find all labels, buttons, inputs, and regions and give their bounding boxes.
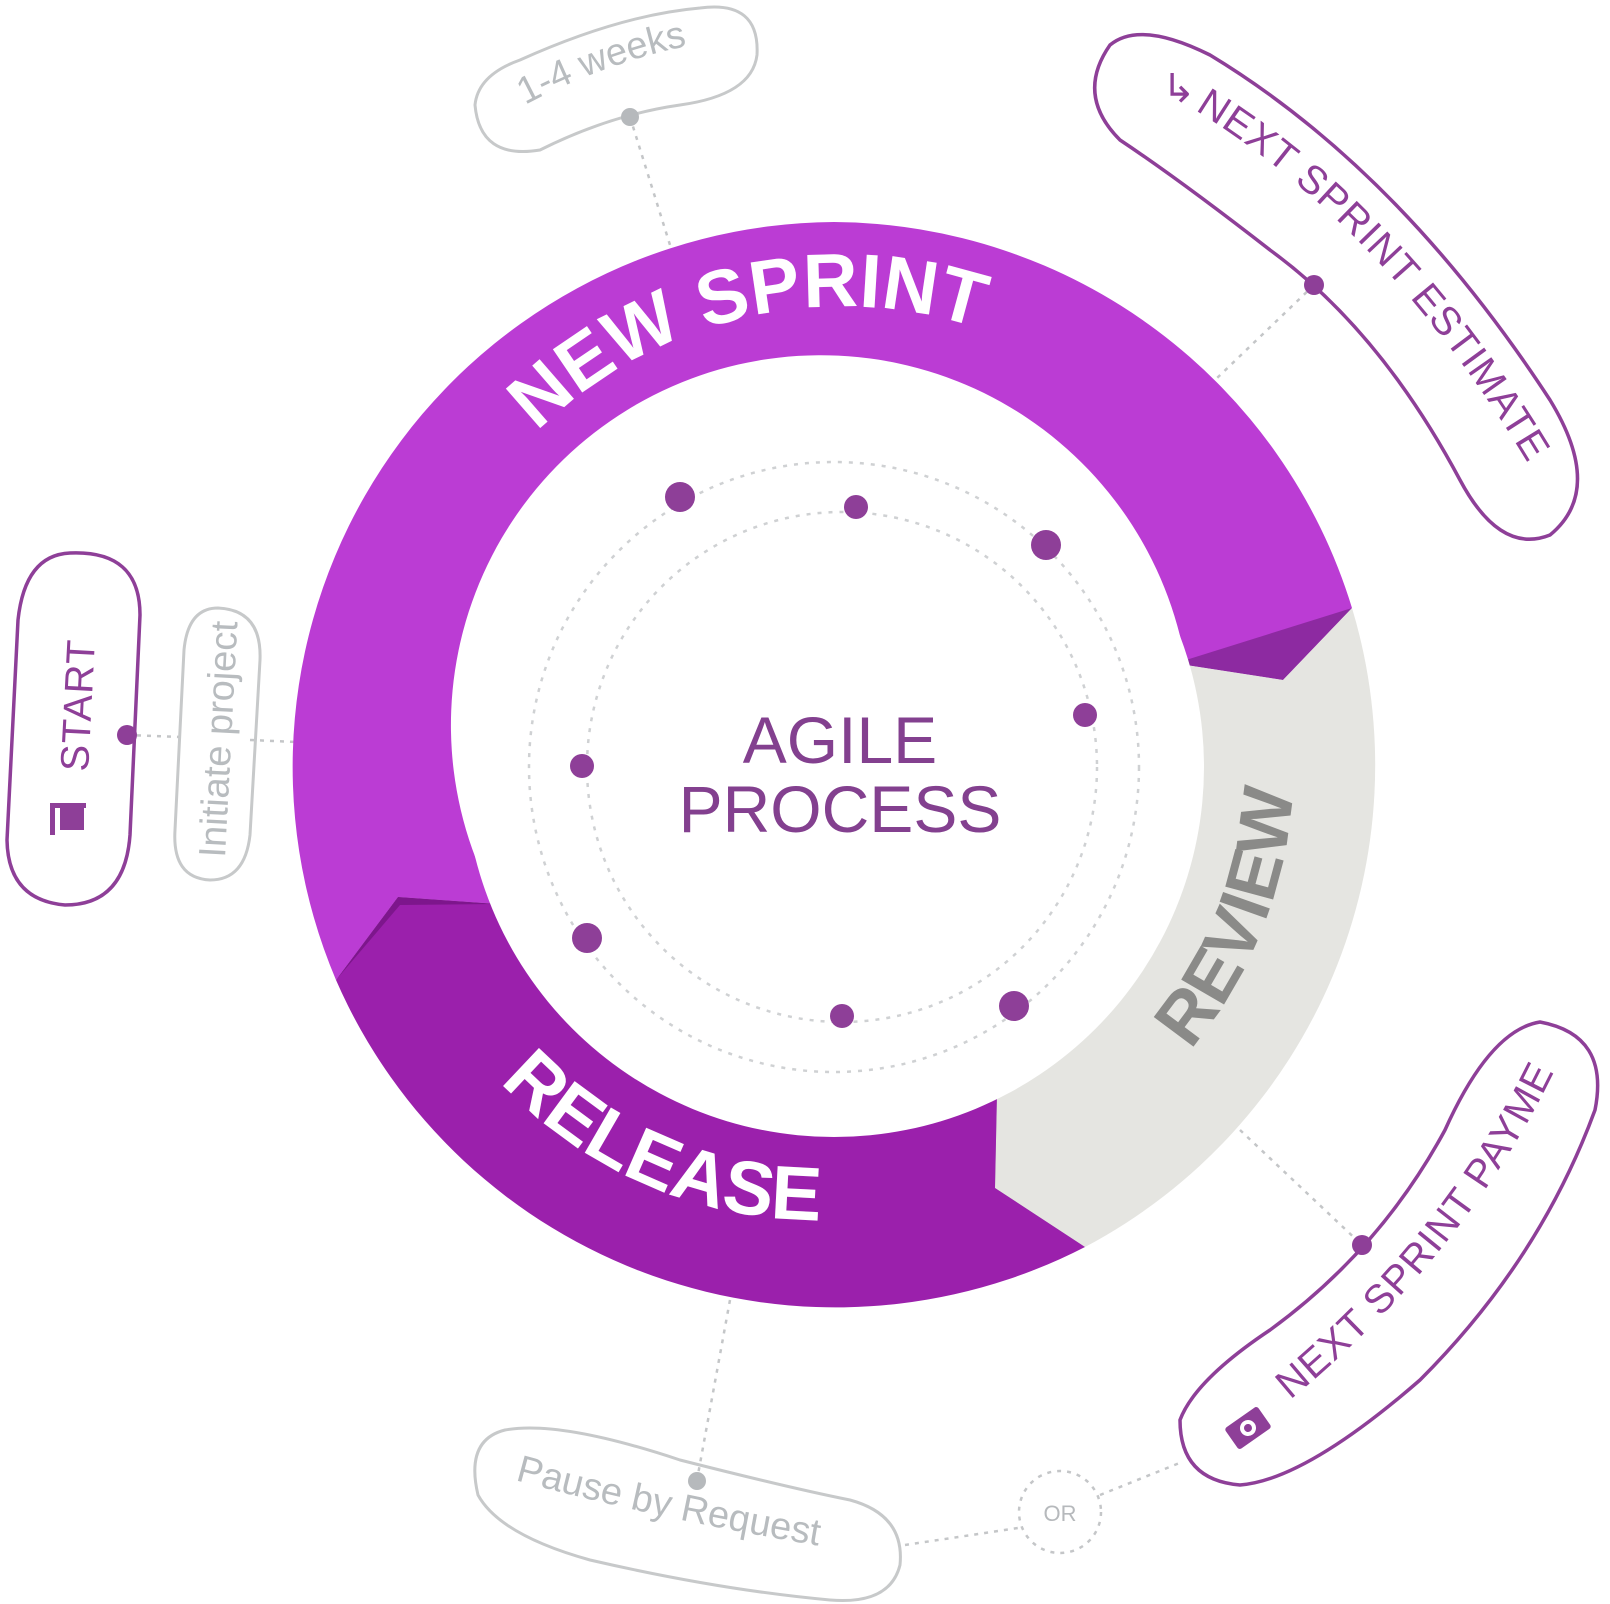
- segment-review: [995, 608, 1376, 1247]
- arrow-turn-down-icon: ↳: [1162, 67, 1196, 111]
- callout-pause: Pause by Request: [473, 1426, 902, 1603]
- pause-label: Pause by Request: [513, 1448, 825, 1554]
- or-label: OR: [1044, 1501, 1077, 1526]
- segment-new-sprint-fold: [1186, 608, 1352, 680]
- center-title-line2: PROCESS: [679, 772, 1002, 846]
- callout-start: START: [5, 551, 142, 907]
- flag-icon: [50, 803, 86, 835]
- cash-icon: [1225, 1407, 1271, 1449]
- estimate-label: NEXT SPRINT ESTIMATE: [1190, 80, 1558, 468]
- center-title-line1: AGILE: [743, 703, 937, 777]
- callout-initiate: Initiate project: [173, 606, 262, 882]
- segment-release: [336, 897, 1085, 1308]
- or-badge: OR: [1017, 1469, 1103, 1555]
- initiate-label: Initiate project: [192, 620, 246, 859]
- segment-release-fold: [336, 897, 497, 980]
- connector-lines: [126, 116, 1363, 1547]
- inner-disc: [464, 397, 1204, 1137]
- process-ring: [292, 222, 1376, 1308]
- callout-duration: 1-4 weeks: [473, 5, 759, 153]
- start-label: START: [53, 638, 104, 773]
- segment-new-sprint: [292, 222, 1352, 980]
- inner-orbit: [527, 460, 1141, 1074]
